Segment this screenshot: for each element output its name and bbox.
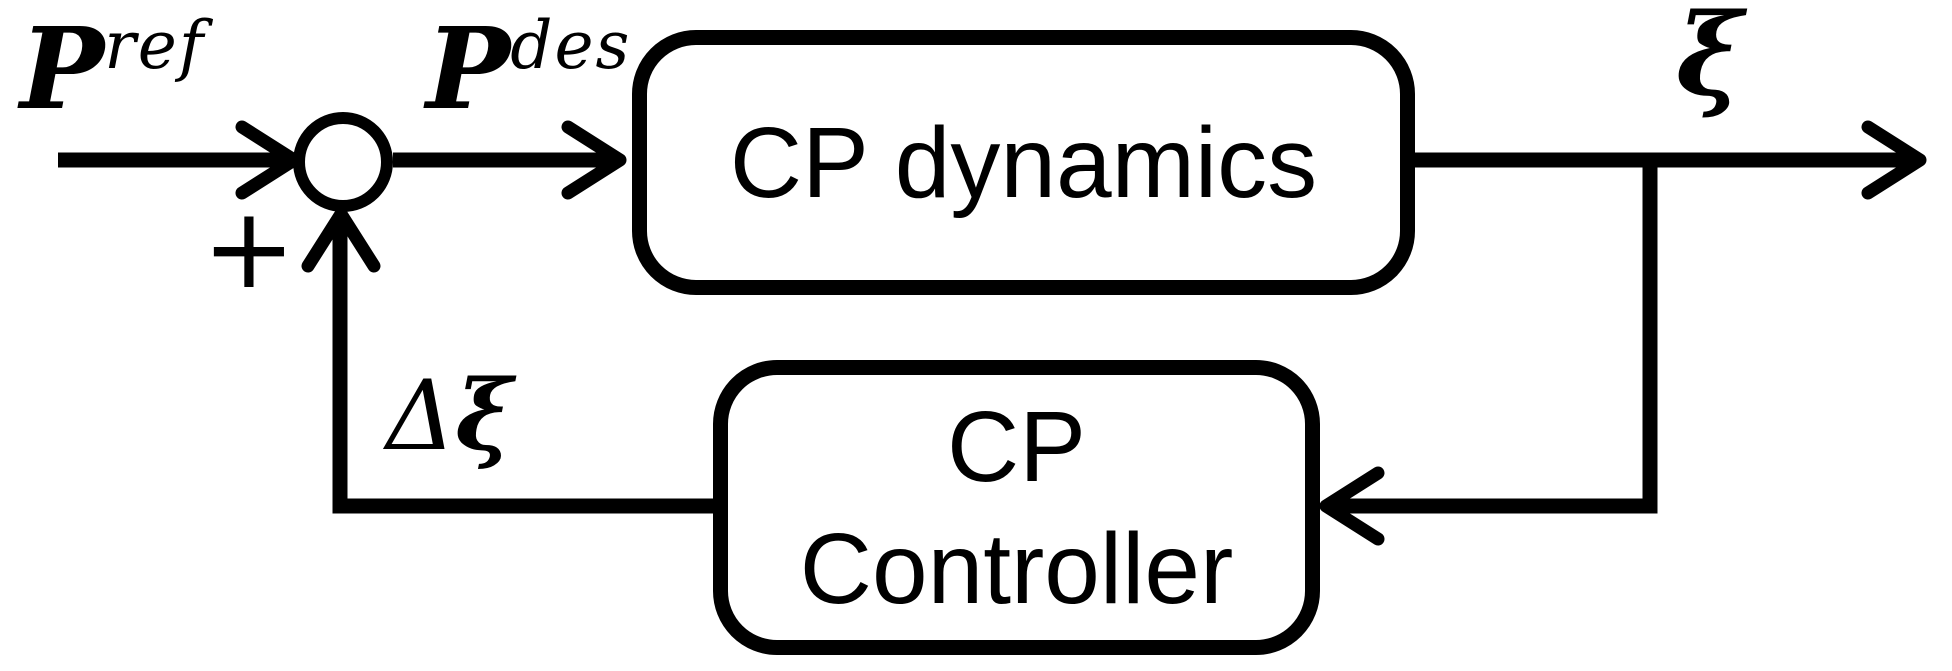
arrowhead-up-icon [301, 207, 381, 273]
desired-signal-label: Pdes [426, 13, 631, 126]
cp-controller-label-line2: Controller [799, 512, 1234, 625]
input-reference-superscript: ref [104, 7, 206, 84]
arrowhead-left-icon [1319, 466, 1385, 546]
feedback-return-line [332, 224, 713, 514]
feedback-error-label: Δξ [386, 368, 512, 465]
desired-signal-base: P [426, 4, 511, 135]
desired-signal-superscript: des [510, 7, 632, 84]
cp-dynamics-label: CP dynamics [729, 106, 1318, 219]
input-reference-base: P [20, 4, 105, 135]
input-reference-label: Pref [20, 13, 205, 126]
output-signal-label: ξ [1676, 0, 1743, 121]
arrowhead-right-icon [1861, 120, 1927, 200]
sum-plus-sign: + [202, 184, 296, 314]
feedback-error-xi: ξ [455, 359, 513, 472]
summing-junction [293, 112, 393, 212]
cp-dynamics-block: CP dynamics [632, 30, 1415, 295]
cp-controller-label-line1: CP [947, 390, 1086, 503]
cp-controller-block: CP Controller [713, 360, 1320, 655]
arrowhead-right-icon [561, 120, 627, 200]
feedback-error-delta: Δ [386, 360, 456, 472]
feedback-branch-line [1336, 160, 1658, 514]
